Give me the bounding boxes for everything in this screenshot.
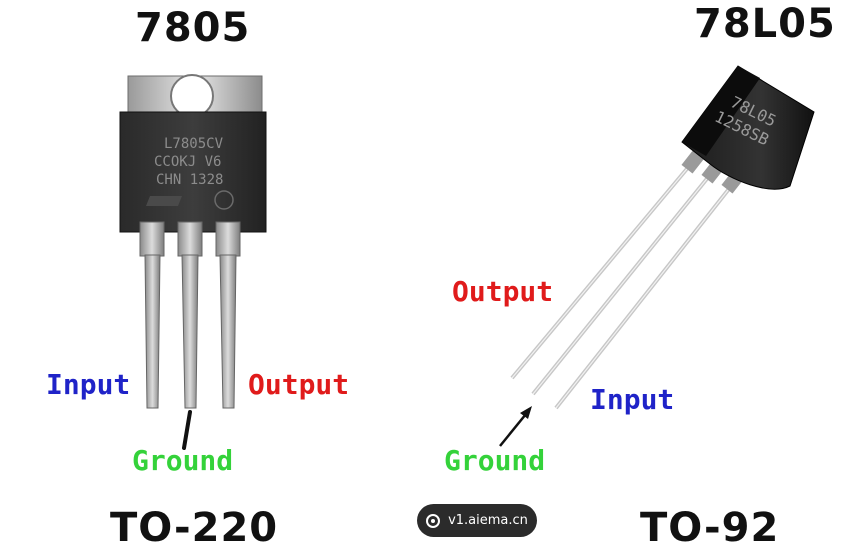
left-part-number: 7805 <box>135 5 251 51</box>
left-output-label: Output <box>248 368 350 401</box>
to220-marking-line-3: CHN 1328 <box>156 172 223 188</box>
globe-icon <box>426 513 441 528</box>
to220-marking-line-2: CCOKJ V6 <box>154 154 221 170</box>
to220-ground-pin <box>181 254 199 409</box>
to220-ground-pointer <box>182 410 192 450</box>
arrow-head-icon <box>520 406 532 419</box>
to220-marking-line-1: L7805CV <box>164 136 224 152</box>
left-package-label: TO-220 <box>110 505 279 551</box>
right-package-label: TO-92 <box>640 505 780 551</box>
to220-output-pin <box>219 254 237 409</box>
right-input-label: Input <box>590 383 675 416</box>
to220-input-pin <box>144 254 161 409</box>
watermark-text: v1.aiema.cn <box>448 513 528 528</box>
left-input-label: Input <box>46 368 131 401</box>
right-output-label: Output <box>452 275 554 308</box>
to220-regulator: L7805CV CCOKJ V6 CHN 1328 <box>119 74 267 450</box>
right-ground-label: Ground <box>444 444 546 477</box>
watermark-badge: v1.aiema.cn <box>417 504 537 537</box>
to92-regulator: 78L05 1258SB <box>499 65 815 447</box>
st-logo-icon <box>146 196 182 206</box>
mounting-hole <box>170 74 214 118</box>
right-part-number: 78L05 <box>694 1 836 47</box>
left-ground-label: Ground <box>132 444 234 477</box>
to92-ground-arrow <box>499 413 527 447</box>
stamp-icon <box>214 190 234 210</box>
